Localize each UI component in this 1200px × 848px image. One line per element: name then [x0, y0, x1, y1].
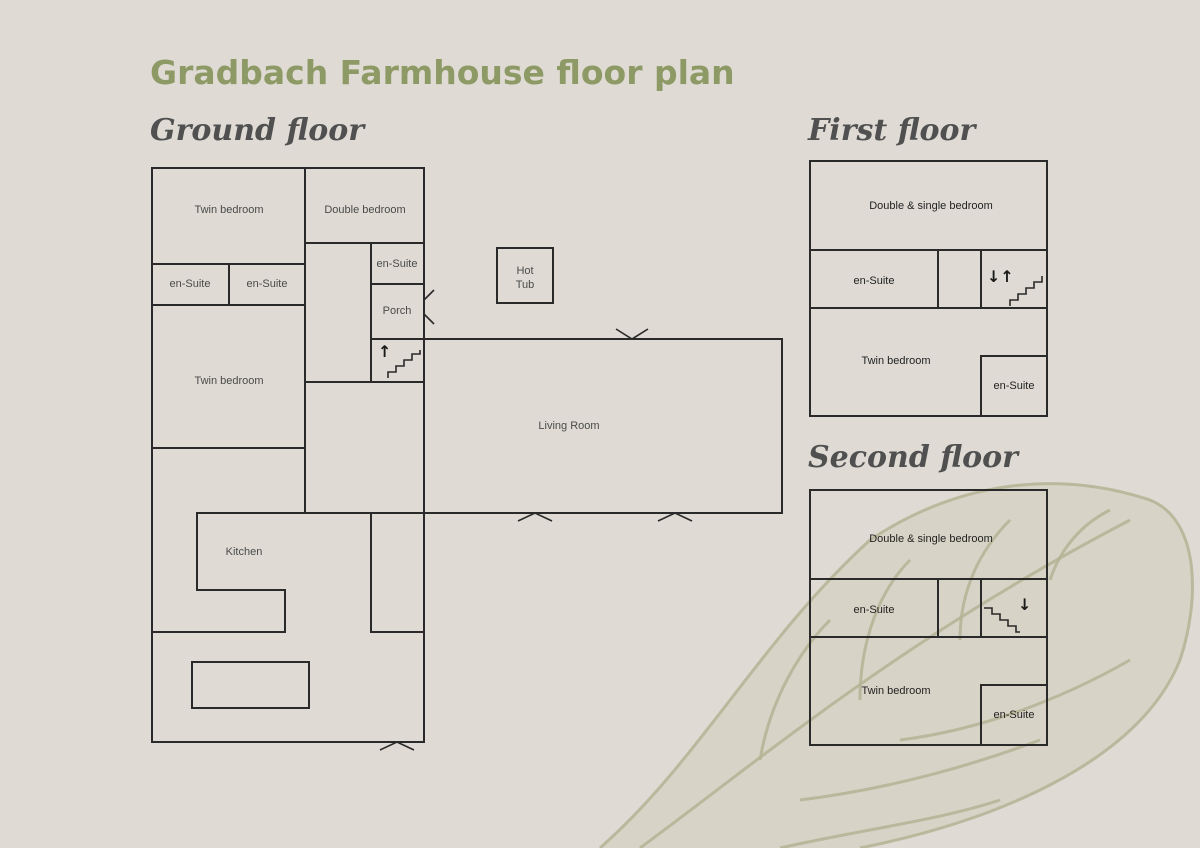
- ground-twin-bedroom-1-label: Twin bedroom: [194, 204, 263, 216]
- second-en-suite-2-label: en-Suite: [994, 709, 1035, 721]
- first-outer-wall: [809, 160, 1048, 417]
- ground-corridor: [304, 243, 372, 383]
- ground-living-door-bottom-1: [517, 512, 553, 522]
- ground-stair-arrow: ↑: [378, 342, 391, 361]
- ground-living-door-top: [615, 328, 649, 340]
- ground-floor-heading: Ground floor: [150, 113, 366, 148]
- ground-double-bedroom-room: [304, 167, 425, 244]
- second-double-single-bedroom-label: Double & single bedroom: [869, 533, 993, 545]
- page-title: Gradbach Farmhouse floor plan: [150, 53, 735, 92]
- ground-kitchen-island: [191, 661, 310, 709]
- ground-porch-door: [423, 289, 435, 325]
- ground-twin-bedroom-1-room: [151, 167, 306, 265]
- ground-floor-plan: Twin bedroom Double bedroom en-Suite en-…: [151, 167, 783, 751]
- first-floor-heading: First floor: [807, 113, 978, 148]
- ground-hot-tub-label-1: Hot: [516, 265, 533, 277]
- ground-kitchen-door: [379, 741, 415, 751]
- ground-living-room-label: Living Room: [538, 420, 599, 432]
- ground-hot-tub: [496, 247, 554, 304]
- first-stair-steps: [1009, 276, 1043, 306]
- ground-living-room-room: [305, 338, 783, 514]
- ground-kitchen-counter: [152, 512, 305, 633]
- ground-kitchen-label: Kitchen: [226, 546, 263, 558]
- second-stair-arrow: ↓: [1018, 595, 1031, 614]
- ground-en-suite-3-label: en-Suite: [377, 258, 418, 270]
- ground-en-suite-2-label: en-Suite: [247, 278, 288, 290]
- ground-right-counter: [370, 513, 424, 633]
- second-twin-bedroom-label: Twin bedroom: [861, 685, 930, 697]
- ground-stair-room: [370, 338, 425, 383]
- first-en-suite-2-room: [980, 355, 1048, 417]
- second-stair-steps: [984, 607, 1020, 633]
- second-en-suite-2-room: [980, 684, 1048, 746]
- first-twin-bedroom-label: Twin bedroom: [861, 355, 930, 367]
- ground-hot-tub-label-2: Tub: [516, 279, 535, 291]
- second-outer-wall: [809, 489, 1048, 746]
- ground-en-suite-1-label: en-Suite: [170, 278, 211, 290]
- ground-double-bedroom-label: Double bedroom: [324, 204, 405, 216]
- ground-twin-bedroom-2-label: Twin bedroom: [194, 375, 263, 387]
- second-floor-heading: Second floor: [808, 440, 1020, 475]
- first-double-single-bedroom-label: Double & single bedroom: [869, 200, 993, 212]
- first-floor-plan: Double & single bedroom en-Suite Twin be…: [809, 160, 1048, 417]
- first-en-suite-1-label: en-Suite: [854, 275, 895, 287]
- first-stair-arrows: ↓↑: [987, 267, 1014, 286]
- ground-living-door-bottom-2: [657, 512, 693, 522]
- first-en-suite-2-label: en-Suite: [994, 380, 1035, 392]
- ground-lower-divider: [152, 447, 306, 513]
- ground-stair-steps: [387, 350, 421, 378]
- second-en-suite-1-label: en-Suite: [854, 604, 895, 616]
- leaf-illustration: [599, 482, 1194, 848]
- ground-porch-label: Porch: [383, 305, 412, 317]
- ground-outer-wall: [151, 167, 425, 743]
- second-floor-plan: Double & single bedroom en-Suite Twin be…: [809, 489, 1048, 746]
